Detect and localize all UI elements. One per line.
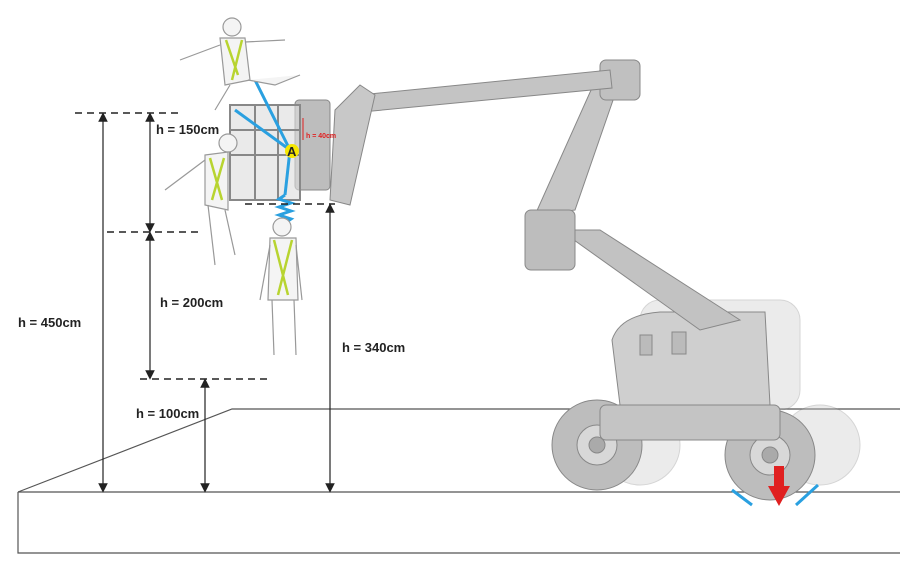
worker-standing xyxy=(179,17,301,111)
down-arrow-icon xyxy=(768,486,790,506)
anchor-point xyxy=(285,144,299,158)
lanyard xyxy=(234,79,296,225)
ground-force-indicator xyxy=(731,466,820,507)
anchor-label: A xyxy=(287,144,297,159)
boom-lift xyxy=(294,59,861,501)
worker-suspended xyxy=(259,217,303,356)
h40-label: h = 40cm xyxy=(306,133,336,140)
dimension-arrows xyxy=(98,112,335,493)
worker-figures xyxy=(164,17,303,356)
h100-label: h = 100cm xyxy=(136,406,199,421)
worker-falling xyxy=(164,133,238,266)
h340-label: h = 340cm xyxy=(342,340,405,355)
h200-label: h = 200cm xyxy=(160,295,223,310)
h450-label: h = 450cm xyxy=(18,315,81,330)
h150-label: h = 150cm xyxy=(156,122,219,137)
